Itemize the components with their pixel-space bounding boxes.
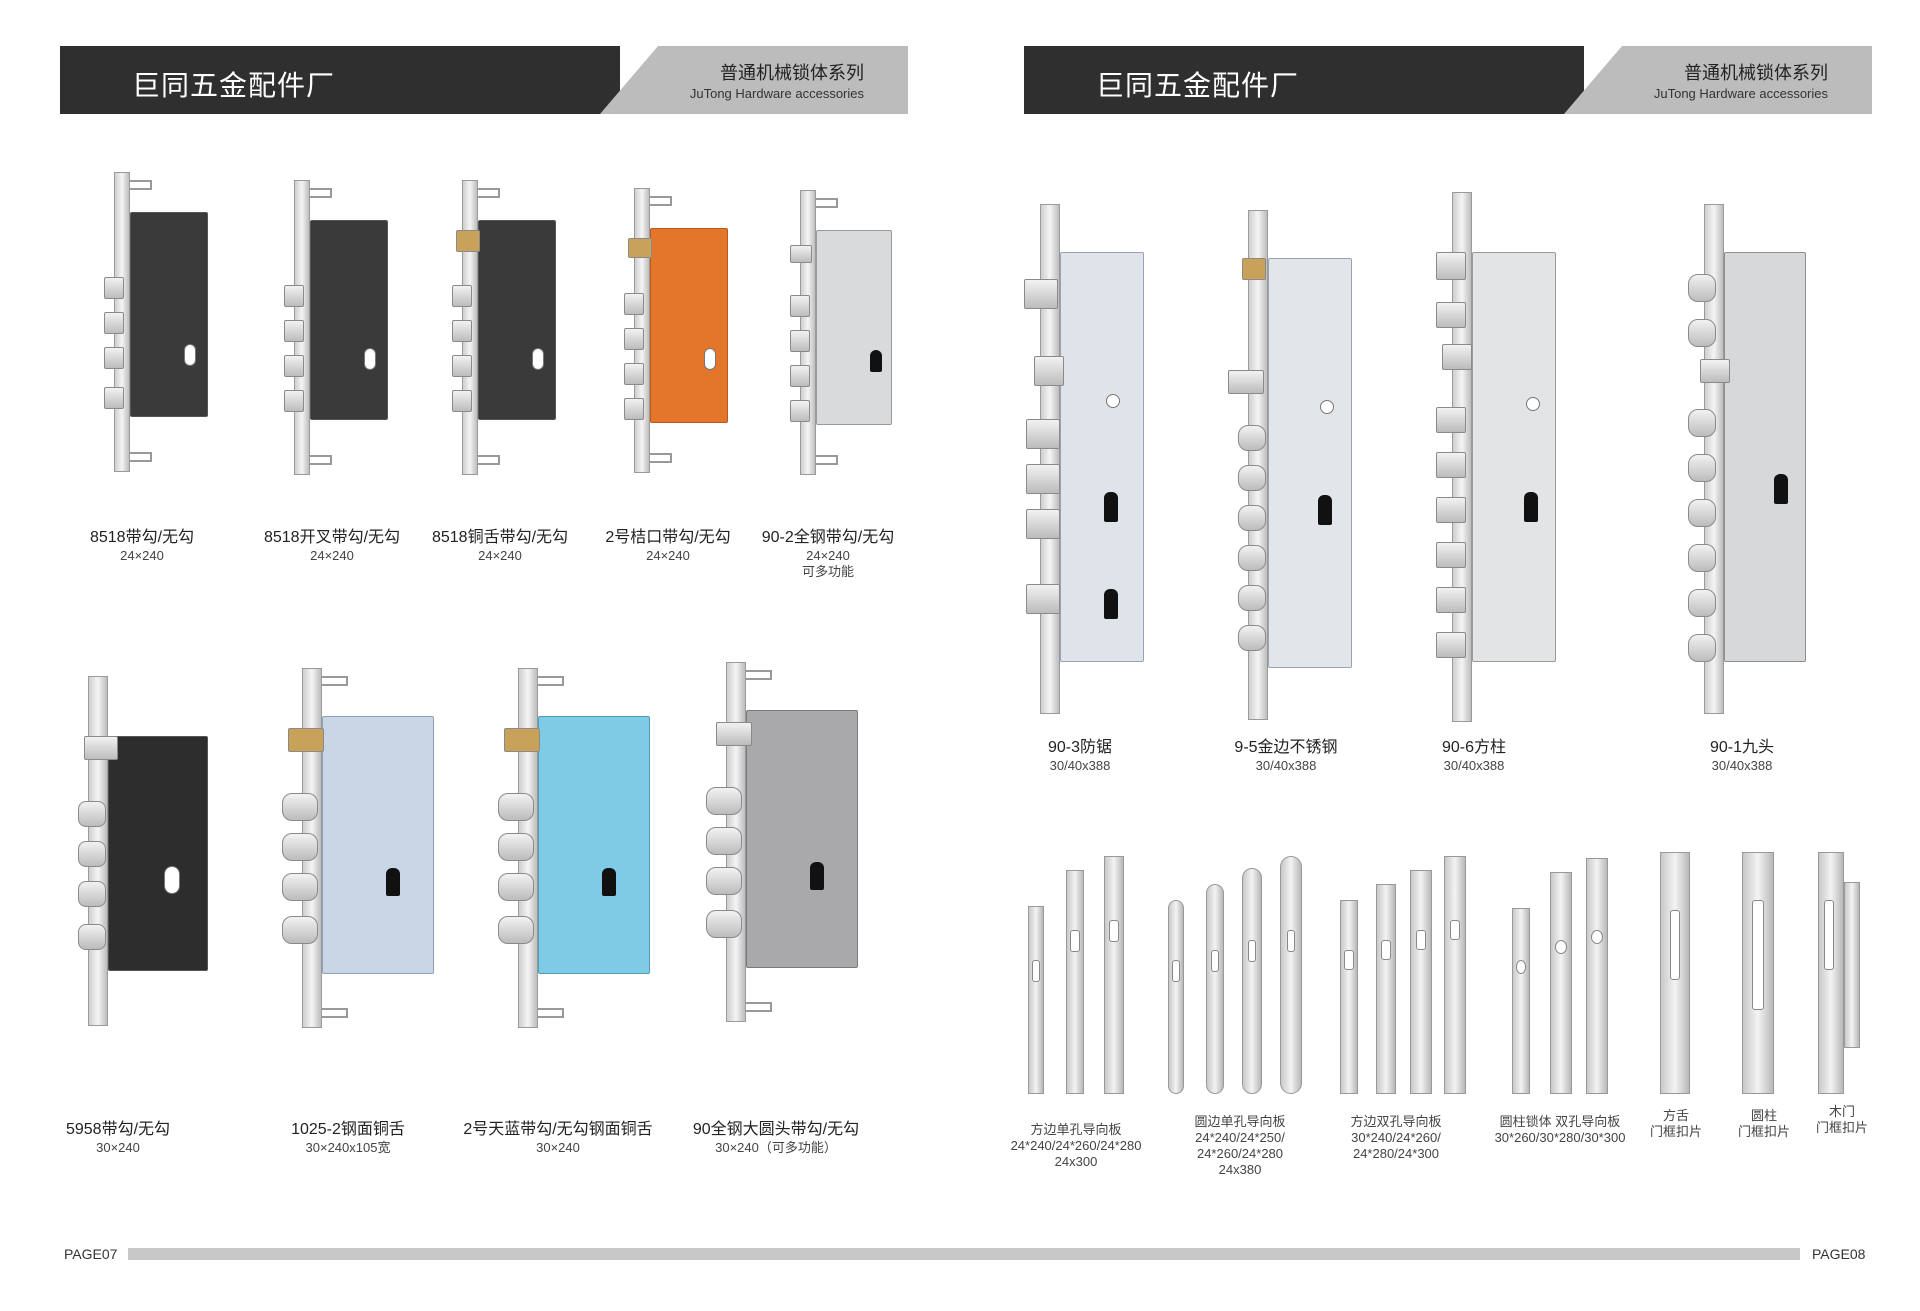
lock-image-8518-split [280,180,390,475]
plate-name: 木门 [1828,1104,1856,1119]
banner-dark-block [60,46,620,114]
plate-size: 24*260/24*280 [1196,1146,1284,1161]
product-note: 可多功能 [801,564,855,579]
lock-image-8518-brass [448,180,558,475]
plate-caption: 圆柱锁体 双孔导向板 30*260/30*280/30*300 [1495,1114,1626,1146]
plate-name: 门框扣片 [1649,1124,1703,1139]
product-caption: 90-6方柱 30/40x388 [1442,738,1506,774]
series-subtitle: JuTong Hardware accessories [1653,86,1828,101]
banner-dark-block [1024,46,1584,114]
product-size: 30×240（可多功能） [715,1140,837,1155]
product-caption: 90全钢大圆头带勾/无勾 30×240（可多功能） [693,1120,859,1156]
plate-size: 24x300 [1054,1154,1098,1169]
lock-image-90-6 [1432,192,1562,722]
plate-name: 方舌 [1662,1108,1690,1123]
product-name: 2号桔口带勾/无勾 [605,529,731,546]
plate-name: 圆边单孔导向板 [1194,1114,1286,1129]
product-name: 8518开叉带勾/无勾 [263,529,401,546]
product-size: 30/40x388 [1711,758,1773,773]
product-caption: 90-2全钢带勾/无勾 24×240 可多功能 [762,528,894,580]
product-name: 5958带勾/无勾 [65,1121,171,1138]
plate-name: 方边双孔导向板 [1350,1114,1442,1129]
plate-size: 24x380 [1218,1162,1262,1177]
plate-name: 方边单孔导向板 [1030,1122,1122,1137]
plate-size: 24*240/24*250/ [1195,1130,1285,1145]
lock-image-2-orange [620,188,730,473]
plate-caption: 方边双孔导向板 30*240/24*260/ 24*280/24*300 [1350,1114,1441,1162]
plate-caption: 圆边单孔导向板 24*240/24*250/ 24*260/24*280 24x… [1194,1114,1285,1178]
lock-image-8518 [100,172,210,472]
series-title: 普通机械锁体系列 [720,63,864,83]
product-size: 30×240x105宽 [305,1140,391,1155]
plate-caption: 木门 门框扣片 [1816,1104,1868,1136]
product-size: 24×240 [120,548,164,563]
brand-name: 巨同五金配件厂 [132,70,336,101]
page-header-left: 巨同五金配件厂 普通机械锁体系列 JuTong Hardware accesso… [60,46,908,114]
lock-image-90-1 [1688,204,1818,714]
product-size: 30×240 [536,1140,580,1155]
plate-size: 30*240/24*260/ [1351,1130,1441,1145]
plate-name: 圆柱锁体 双孔导向板 [1499,1114,1621,1129]
product-caption: 2号桔口带勾/无勾 24×240 [605,528,730,564]
series-title: 普通机械锁体系列 [1684,63,1828,83]
plate-size: 24*280/24*300 [1352,1146,1440,1161]
product-name: 9-5金边不锈钢 [1234,739,1338,756]
product-size: 24×240 [806,548,850,563]
product-size: 30/40x388 [1049,758,1111,773]
plate-size: 30*260/30*280/30*300 [1494,1130,1626,1145]
series-subtitle: JuTong Hardware accessories [689,86,864,101]
product-size: 30/40x388 [1443,758,1505,773]
banner-grey-block [1564,46,1872,114]
product-name: 8518带勾/无勾 [89,529,195,546]
plate-name: 门框扣片 [1737,1124,1791,1139]
product-size: 24×240 [646,548,690,563]
page-header-right: 巨同五金配件厂 普通机械锁体系列 JuTong Hardware accesso… [1024,46,1872,114]
lock-image-90-2 [786,190,896,475]
product-name: 90全钢大圆头带勾/无勾 [692,1121,860,1138]
brand-name: 巨同五金配件厂 [1096,70,1300,101]
product-caption: 8518带勾/无勾 24×240 [90,528,194,564]
plate-caption: 方边单孔导向板 24*240/24*260/24*280 24x300 [1011,1122,1142,1170]
product-name: 2号天蓝带勾/无勾钢面铜舌 [463,1121,653,1138]
product-name: 90-6方柱 [1441,739,1507,756]
product-caption: 2号天蓝带勾/无勾钢面铜舌 30×240 [463,1120,652,1156]
plate-name: 圆柱 [1750,1108,1778,1123]
page-number-right: PAGE08 [1812,1246,1866,1262]
product-size: 30/40x388 [1255,758,1317,773]
product-name: 1025-2钢面铜舌 [291,1121,405,1138]
plate-caption: 方舌 门框扣片 [1650,1108,1702,1140]
product-caption: 90-1九头 30/40x388 [1710,738,1774,774]
banner-grey-block [600,46,908,114]
lock-image-9-5 [1228,210,1358,720]
product-name: 8518铜舌带勾/无勾 [431,529,569,546]
lock-image-1025-2 [282,668,442,1028]
product-size: 30×240 [96,1140,140,1155]
lock-image-90-3 [1020,204,1150,714]
lock-image-5958 [78,676,214,1026]
product-caption: 1025-2钢面铜舌 30×240x105宽 [291,1120,405,1156]
product-caption: 8518铜舌带勾/无勾 24×240 [432,528,568,564]
footer-divider [128,1248,1800,1260]
plate-size: 24*240/24*260/24*280 [1010,1138,1142,1153]
product-caption: 8518开叉带勾/无勾 24×240 [264,528,400,564]
product-caption: 9-5金边不锈钢 30/40x388 [1234,738,1337,774]
product-size: 24×240 [478,548,522,563]
lock-image-90-round [706,662,866,1022]
product-name: 90-3防锯 [1047,739,1113,756]
product-name: 90-2全钢带勾/无勾 [761,529,895,546]
plate-name: 门框扣片 [1815,1120,1869,1135]
lock-image-2-skyblue [498,668,658,1028]
product-name: 90-1九头 [1709,739,1775,756]
plate-caption: 圆柱 门框扣片 [1738,1108,1790,1140]
product-caption: 90-3防锯 30/40x388 [1048,738,1112,774]
product-size: 24×240 [310,548,354,563]
page-number-left: PAGE07 [64,1246,118,1262]
product-caption: 5958带勾/无勾 30×240 [66,1120,170,1156]
